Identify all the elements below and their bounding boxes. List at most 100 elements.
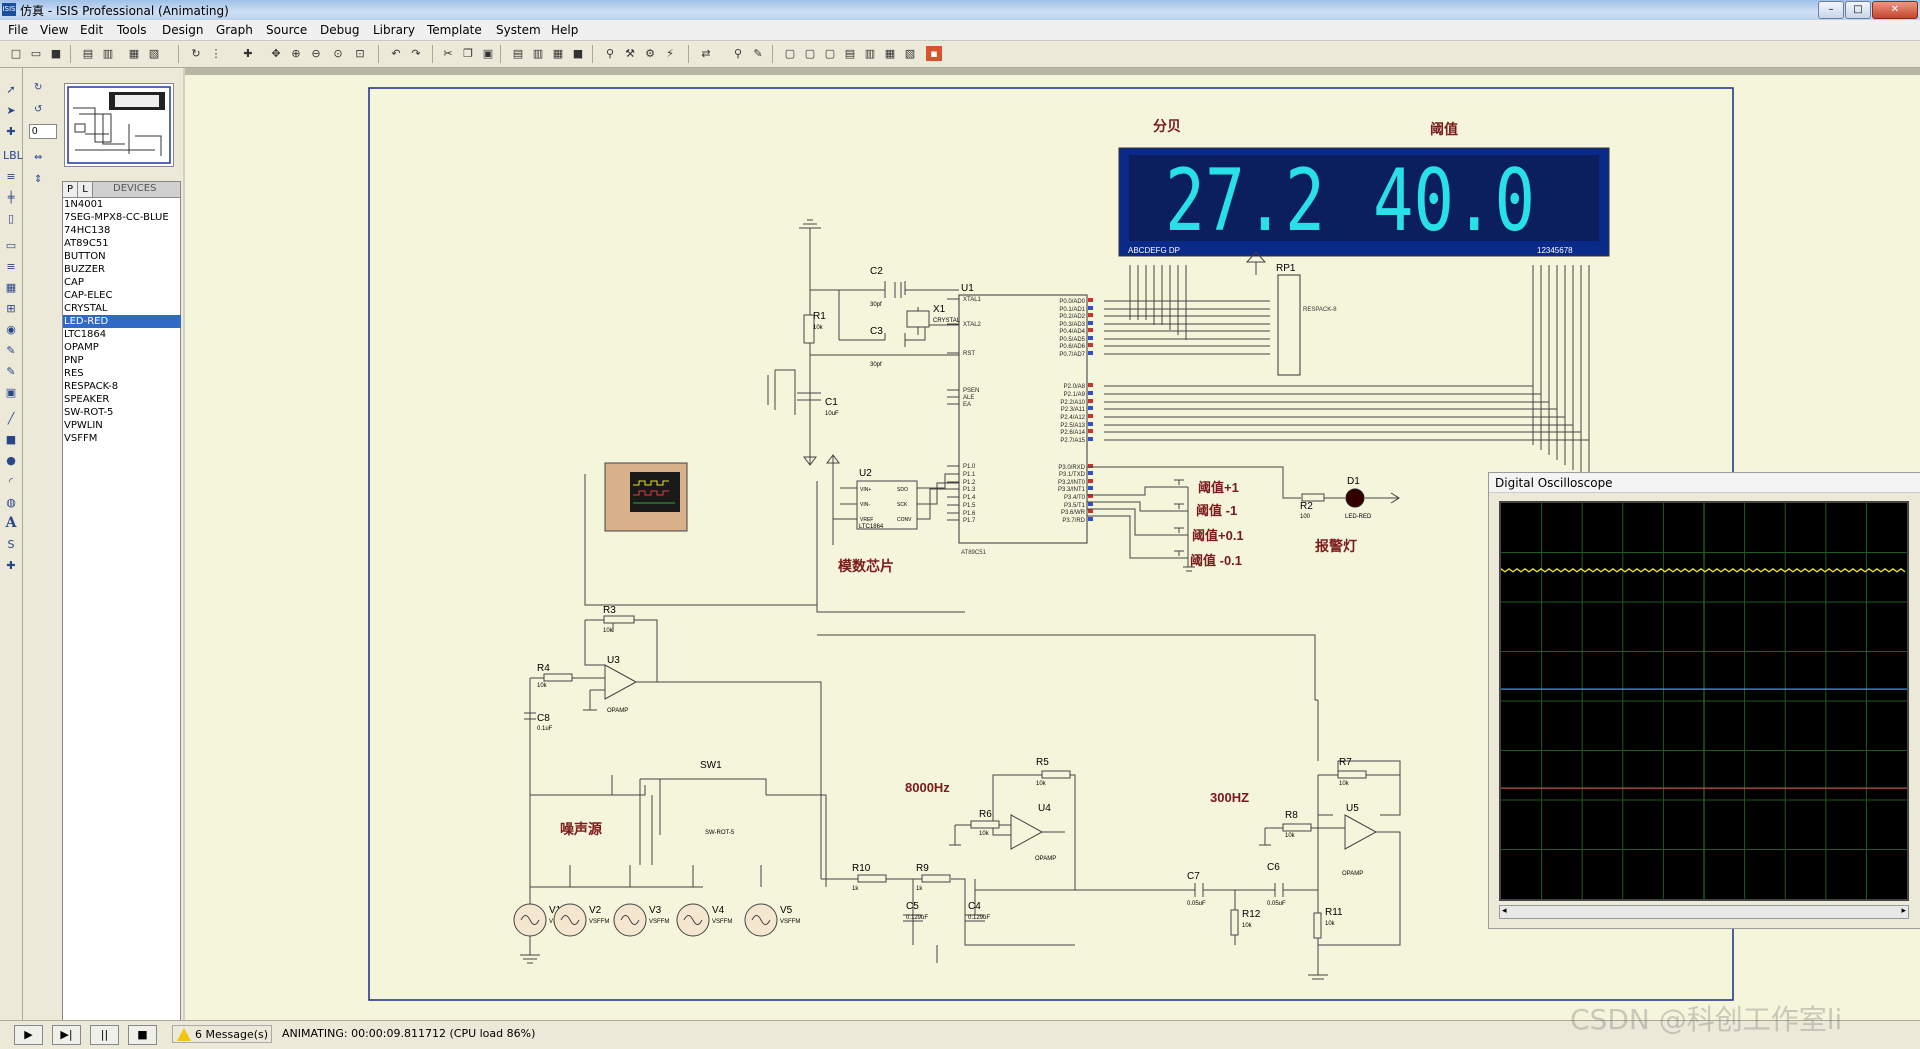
bus-icon[interactable]: ╪ (7, 191, 15, 204)
ares-icon[interactable]: ▧ (904, 47, 916, 60)
device-item[interactable]: VPWLIN (64, 420, 103, 431)
grid-icon[interactable]: ⋮ (210, 47, 222, 60)
graph-mode-icon[interactable]: ▦ (5, 281, 17, 294)
pause-button[interactable]: || (90, 1025, 119, 1045)
device-item[interactable]: RESPACK-8 (64, 381, 119, 392)
block-copy-icon[interactable]: ▤ (512, 47, 524, 60)
search-icon[interactable]: ⚲ (733, 47, 743, 60)
menu-view[interactable]: View (40, 23, 69, 37)
device-item[interactable]: AT89C51 (64, 238, 109, 249)
decompose-icon[interactable]: ⚡ (666, 47, 674, 60)
line-icon[interactable]: ╱ (7, 412, 15, 425)
maximize-button[interactable]: □ (1845, 1, 1871, 19)
circle-icon[interactable]: ● (6, 454, 16, 467)
rotate-cw-icon[interactable]: ↻ (34, 82, 43, 93)
print-icon[interactable]: ▦ (128, 47, 140, 60)
marker-icon[interactable]: ✚ (6, 559, 16, 572)
menu-design[interactable]: Design (162, 23, 204, 37)
voltage-probe-icon[interactable]: ✎ (6, 344, 16, 357)
minimize-button[interactable]: – (1818, 1, 1844, 19)
zoom-all-icon[interactable]: ⊙ (333, 47, 343, 60)
remove-sheet-icon[interactable]: ▢ (804, 47, 816, 60)
overview-window[interactable] (64, 83, 174, 167)
menu-template[interactable]: Template (427, 23, 482, 37)
zoom-in-icon[interactable]: ⊕ (291, 47, 301, 60)
text-icon[interactable]: A (5, 515, 17, 531)
subcircuit-icon[interactable]: ▯ (7, 212, 15, 225)
block-move-icon[interactable]: ▥ (532, 47, 544, 60)
current-probe-icon[interactable]: ✎ (6, 365, 16, 378)
wire-autoroute-icon[interactable]: ⇄ (701, 47, 711, 60)
box-icon[interactable]: ■ (5, 433, 17, 446)
device-item[interactable]: RES (64, 368, 84, 379)
export-icon[interactable]: ▥ (102, 47, 114, 60)
origin-icon[interactable]: ✚ (243, 47, 253, 60)
play-button[interactable]: ▶ (14, 1025, 43, 1045)
path-icon[interactable]: ◍ (6, 496, 16, 509)
exit-to-parent-icon[interactable]: ▢ (824, 47, 836, 60)
menu-library[interactable]: Library (373, 23, 415, 37)
digital-oscilloscope-window[interactable]: Digital Oscilloscope ◂ ▸ (1488, 472, 1920, 929)
virtual-instruments-icon[interactable]: ▣ (5, 386, 17, 399)
junction-dot-icon[interactable]: ✚ (6, 125, 16, 138)
menu-help[interactable]: Help (551, 23, 579, 37)
stop-button[interactable]: ■ (128, 1025, 157, 1045)
zoom-out-icon[interactable]: ⊖ (311, 47, 321, 60)
messages-indicator[interactable]: 6 Message(s) (172, 1025, 272, 1043)
close-button[interactable]: ✕ (1872, 1, 1918, 19)
device-pins-icon[interactable]: ≡ (6, 260, 16, 273)
cut-icon[interactable]: ✂ (443, 47, 453, 60)
copy-icon[interactable]: ❐ (463, 47, 473, 60)
device-item[interactable]: 7SEG-MPX8-CC-BLUE (64, 212, 169, 223)
component-mode-icon[interactable]: ➤ (6, 104, 16, 117)
device-item[interactable]: SPEAKER (64, 394, 110, 405)
scroll-right-icon[interactable]: ▸ (1901, 906, 1906, 916)
menu-tools[interactable]: Tools (117, 23, 147, 37)
bom-report-icon[interactable]: ▤ (844, 47, 856, 60)
menu-graph[interactable]: Graph (216, 23, 253, 37)
save-icon[interactable]: ■ (50, 47, 62, 60)
new-sheet-icon[interactable]: ▢ (784, 47, 796, 60)
menu-source[interactable]: Source (266, 23, 308, 37)
undo-icon[interactable]: ↶ (391, 47, 401, 60)
device-item[interactable]: BUZZER (64, 264, 105, 275)
menu-debug[interactable]: Debug (320, 23, 360, 37)
menu-system[interactable]: System (496, 23, 541, 37)
print-area-icon[interactable]: ▧ (148, 47, 160, 60)
selection-mode-icon[interactable]: ➚ (6, 83, 16, 96)
new-file-icon[interactable]: □ (10, 47, 22, 60)
device-item[interactable]: PNP (64, 355, 84, 366)
netlist-icon[interactable]: ▦ (884, 47, 896, 60)
packaging-tool-icon[interactable]: ⚙ (645, 47, 655, 60)
device-item[interactable]: LTC1864 (64, 329, 107, 340)
block-rotate-icon[interactable]: ▦ (552, 47, 564, 60)
paste-icon[interactable]: ▣ (482, 47, 494, 60)
scroll-left-icon[interactable]: ◂ (1502, 906, 1507, 916)
symbol-icon[interactable]: S (7, 538, 15, 551)
property-tool-icon[interactable]: ✎ (753, 47, 763, 60)
menu-file[interactable]: File (8, 23, 29, 37)
generator-icon[interactable]: ◉ (6, 323, 16, 336)
device-item[interactable]: 1N4001 (64, 199, 104, 210)
oscilloscope-scrollbar[interactable]: ◂ ▸ (1499, 905, 1909, 919)
device-item[interactable]: BUTTON (64, 251, 106, 262)
redo-icon[interactable]: ↷ (411, 47, 421, 60)
device-item[interactable]: VSFFM (64, 433, 98, 444)
wire-label-icon[interactable]: LBL (3, 149, 23, 162)
device-item[interactable]: CAP-ELEC (64, 290, 113, 301)
arc-icon[interactable]: ◜ (8, 475, 14, 488)
rotate-ccw-icon[interactable]: ↺ (34, 104, 43, 115)
pick-devices-button[interactable]: P (63, 182, 78, 197)
device-item[interactable]: SW-ROT-5 (64, 407, 114, 418)
device-item[interactable]: CAP (64, 277, 84, 288)
import-icon[interactable]: ▤ (82, 47, 94, 60)
device-item-selected[interactable]: LED-RED (63, 315, 181, 328)
block-delete-icon[interactable]: ■ (572, 47, 584, 60)
terminals-icon[interactable]: ▭ (5, 239, 17, 252)
pan-icon[interactable]: ✥ (271, 47, 281, 60)
device-item[interactable]: CRYSTAL (64, 303, 108, 314)
isis-app-icon[interactable]: ▪ (926, 46, 942, 61)
mirror-y-icon[interactable]: ⇕ (34, 174, 43, 185)
library-manager-button[interactable]: L (78, 182, 93, 197)
tape-recorder-icon[interactable]: ⊞ (6, 302, 16, 315)
